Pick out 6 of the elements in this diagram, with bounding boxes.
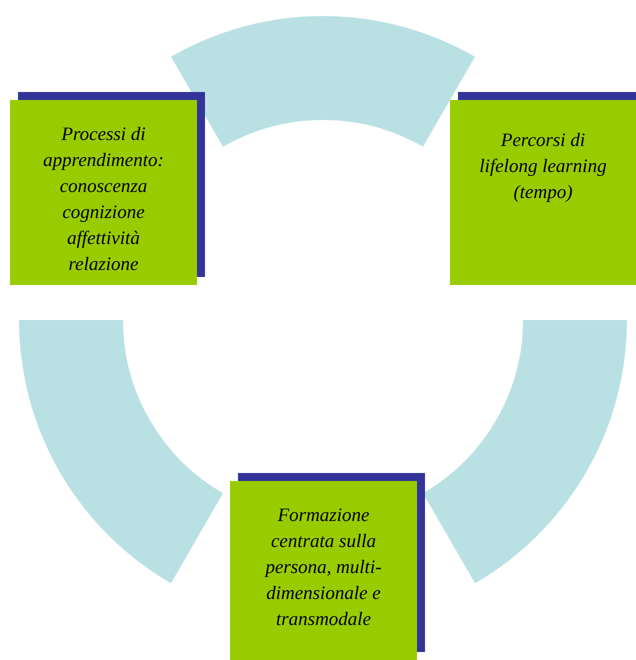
text-box: [10, 100, 197, 285]
box-text: Processi di apprendimento: conoscenza cognizione affettività relazione: [42, 123, 165, 277]
box-text: Formazione centrata sulla persona, multi-dimensionale e transmodale: [264, 504, 383, 632]
text-box: [450, 100, 636, 285]
box-text: Percorsi di lifelong learning (tempo): [478, 129, 608, 205]
text-box: [230, 481, 417, 660]
